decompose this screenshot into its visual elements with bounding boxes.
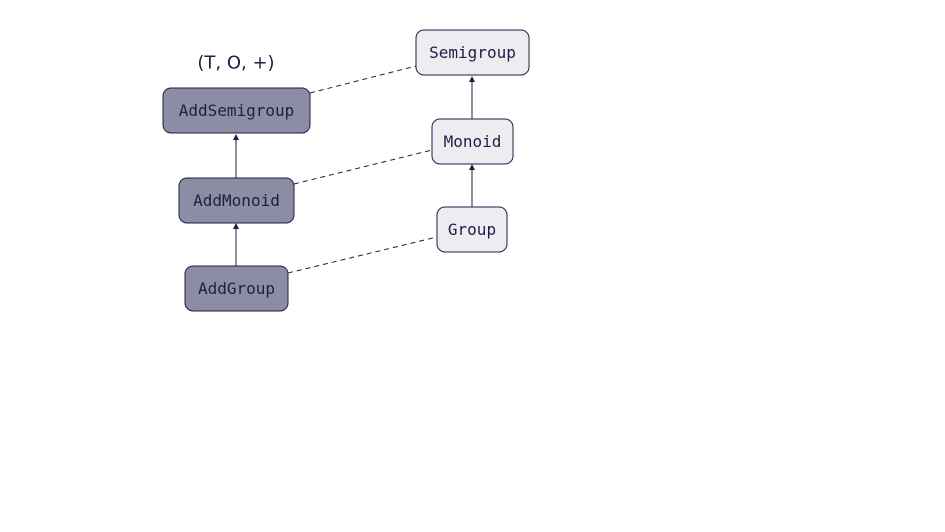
- node-monoid: Monoid: [431, 118, 514, 165]
- edge-addmonoid-monoid: [293, 149, 433, 185]
- node-addsemigroup: AddSemigroup: [162, 87, 311, 134]
- type-annotation: (T, O, +): [197, 53, 274, 74]
- node-addmonoid-label: AddMonoid: [193, 191, 280, 210]
- node-addgroup: AddGroup: [184, 265, 289, 312]
- node-monoid-label: Monoid: [444, 132, 502, 151]
- node-semigroup-label: Semigroup: [429, 43, 516, 62]
- node-group-label: Group: [448, 220, 496, 239]
- node-addgroup-label: AddGroup: [198, 279, 275, 298]
- edge-addgroup-group: [287, 236, 438, 274]
- node-addmonoid: AddMonoid: [178, 177, 295, 224]
- node-addsemigroup-label: AddSemigroup: [179, 101, 295, 120]
- edge-addsemigroup-semigroup: [309, 65, 417, 94]
- node-group: Group: [436, 206, 508, 253]
- node-semigroup: Semigroup: [415, 29, 530, 76]
